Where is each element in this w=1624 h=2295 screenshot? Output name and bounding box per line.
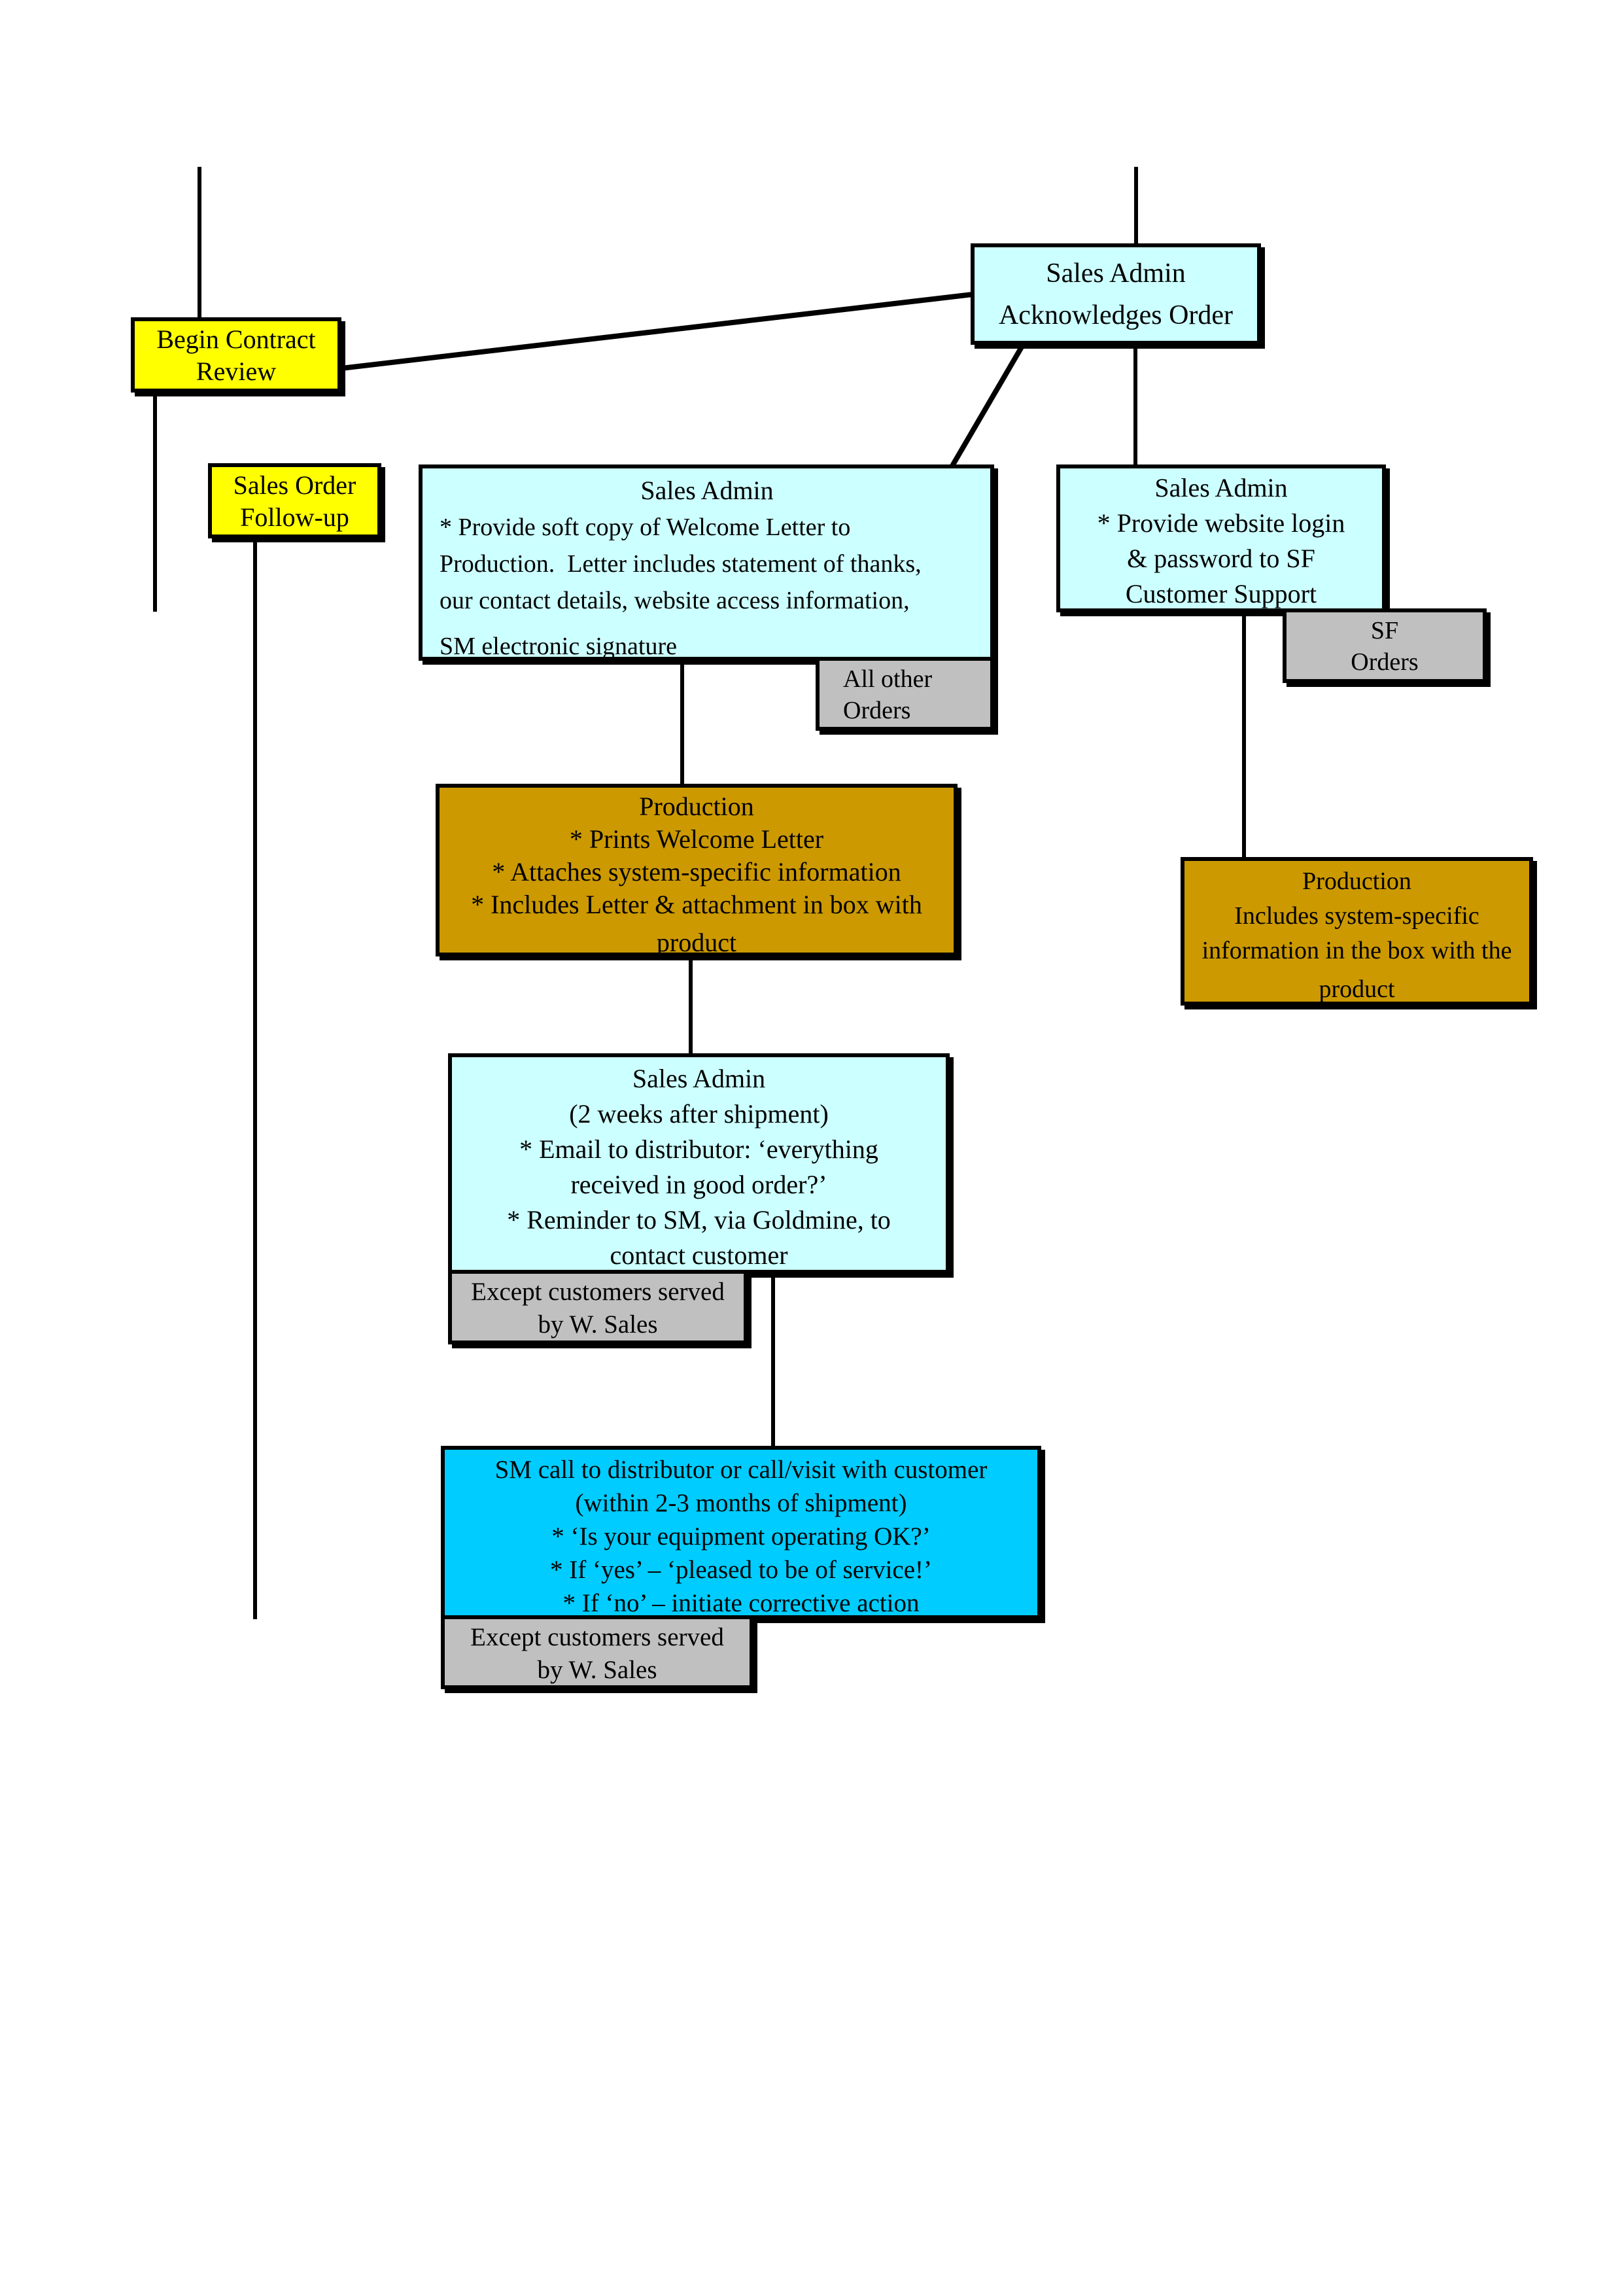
box-line: * Attaches system-specific information [492, 857, 901, 886]
sf-orders-label-box: SF Orders [1283, 608, 1487, 683]
line-acknowledges-to-welcome [950, 343, 1026, 468]
box-line: information in the box with the [1201, 937, 1512, 964]
sales-admin-acknowledges-order-box: Sales Admin Acknowledges Order [971, 243, 1261, 345]
box-line: Sales Order [233, 470, 356, 500]
box-line: Acknowledges Order [998, 300, 1234, 330]
box-line: (within 2-3 months of shipment) [575, 1489, 907, 1517]
box-line: Review [196, 357, 277, 386]
box-line: our contact details, website access info… [440, 587, 910, 614]
box-line: contact customer [610, 1240, 788, 1270]
box-title: Production [1302, 867, 1411, 895]
sales-admin-website-login-box: Sales Admin * Provide website login & pa… [1056, 464, 1386, 612]
box-line: Includes system-specific [1234, 902, 1479, 930]
sales-admin-welcome-letter-box: Sales Admin * Provide soft copy of Welco… [419, 464, 994, 661]
box-line: by W. Sales [538, 1310, 658, 1339]
box-line: Follow-up [240, 502, 349, 532]
box-title: Sales Admin [640, 476, 774, 505]
sm-call-distributor-box: SM call to distributor or call/visit wit… [441, 1446, 1041, 1619]
except-customers-w-sales-box-1: Except customers served by W. Sales [448, 1270, 748, 1344]
box-line: Begin Contract [156, 324, 316, 354]
box-line: product [1319, 975, 1395, 1003]
box-title: Production [639, 792, 754, 821]
box-line: (2 weeks after shipment) [569, 1099, 829, 1129]
sales-admin-two-weeks-box: Sales Admin (2 weeks after shipment) * E… [448, 1053, 950, 1274]
box-title: Sales Admin [1154, 473, 1288, 502]
box-line: Except customers served [470, 1623, 724, 1651]
box-line: Sales Admin [1046, 258, 1186, 289]
box-line: Orders [843, 697, 911, 724]
except-customers-w-sales-box-2: Except customers served by W. Sales [441, 1615, 753, 1689]
box-line: product [656, 928, 737, 957]
sales-order-follow-up-box: Sales Order Follow-up [208, 463, 381, 538]
box-line: * Reminder to SM, via Goldmine, to [507, 1205, 891, 1235]
all-other-orders-label-box: All other Orders [816, 657, 994, 731]
production-welcome-letter-box: Production * Prints Welcome Letter * Att… [436, 784, 958, 957]
box-title: Sales Admin [632, 1064, 766, 1093]
box-line: received in good order?’ [570, 1170, 827, 1199]
box-line: by W. Sales [537, 1656, 657, 1684]
box-line: SF [1370, 617, 1399, 644]
box-line: SM electronic signature [440, 633, 678, 660]
box-line: * Prints Welcome Letter [569, 824, 824, 854]
box-title: SM call to distributor or call/visit wit… [494, 1456, 988, 1484]
box-line: Production. Letter includes statement of… [440, 550, 922, 578]
box-line: Customer Support [1125, 579, 1317, 608]
box-line: & password to SF [1127, 544, 1315, 573]
box-line: All other [843, 665, 933, 693]
box-line: * Provide soft copy of Welcome Letter to [440, 514, 851, 541]
box-line: * Provide website login [1097, 508, 1345, 538]
box-line: Except customers served [471, 1278, 725, 1306]
line-begin-to-acknowledges [341, 292, 973, 371]
production-system-specific-box: Production Includes system-specific info… [1181, 857, 1533, 1006]
box-line: * If ‘no’ – initiate corrective action [562, 1589, 920, 1617]
box-line: Orders [1351, 648, 1419, 676]
box-line: * ‘Is your equipment operating OK?’ [551, 1522, 931, 1550]
box-line: * If ‘yes’ – ‘pleased to be of service!’ [549, 1556, 932, 1584]
begin-contract-review-box: Begin Contract Review [131, 317, 341, 393]
box-line: * Email to distributor: ‘everything [519, 1134, 878, 1164]
box-line: * Includes Letter & attachment in box wi… [471, 890, 922, 919]
